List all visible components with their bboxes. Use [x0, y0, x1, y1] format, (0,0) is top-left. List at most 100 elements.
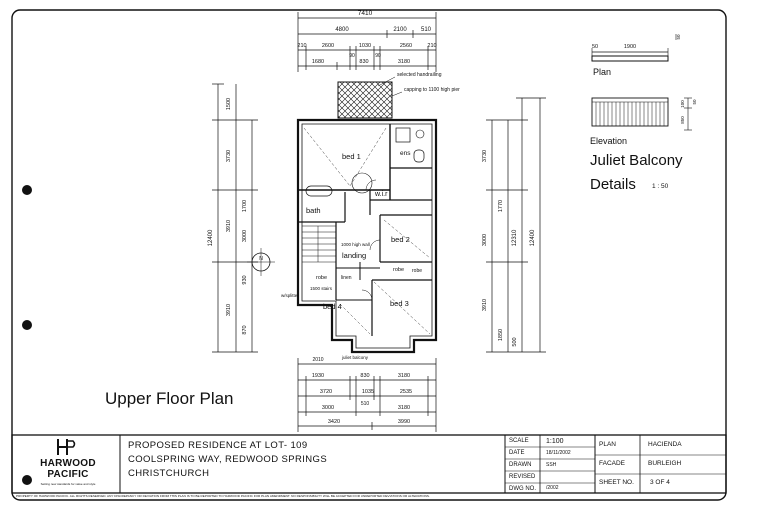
- room-landing: landing: [342, 251, 366, 260]
- room-robe-1: robe: [316, 275, 327, 281]
- balcony-detail: [591, 34, 692, 131]
- dim-left-h: 870: [242, 325, 248, 334]
- dim-left-d: 1700: [242, 200, 248, 212]
- dim-bottom-i: 510: [361, 401, 370, 407]
- project-line3: CHRISTCHURCH: [128, 468, 210, 479]
- detail-scale: 1 : 50: [652, 183, 669, 190]
- top-dimensions: [297, 12, 437, 72]
- detail-elevation-label: Elevation: [590, 136, 627, 146]
- drawn-label: DRAWN: [509, 462, 532, 468]
- sheet-border: [11, 9, 727, 501]
- scale-label: SCALE: [509, 438, 529, 444]
- note-high-wall: 1000 high wall: [341, 242, 370, 247]
- company-tagline: Setting new standards for value and styl…: [40, 482, 96, 486]
- company-name: HARWOOD PACIFIC: [22, 459, 114, 480]
- dim-top-overall: 7410: [358, 10, 373, 17]
- dim-bottom-k: 3420: [328, 419, 340, 425]
- detail-elev-dim-a: 100: [680, 100, 685, 108]
- dim-bottom-g: 2535: [400, 389, 412, 395]
- dim-bottom-j: 3180: [398, 405, 410, 411]
- detail-plan-dim-a: 50: [592, 44, 598, 50]
- company-name-line2: PACIFIC: [47, 469, 89, 480]
- disclaimer-text: PROPERTY OF HARWOOD PACIFIC. ALL RIGHTS …: [16, 495, 430, 498]
- dim-bottom-c: 830: [360, 373, 369, 379]
- dim-top-c: 510: [421, 27, 432, 33]
- date-label: DATE: [509, 450, 525, 456]
- detail-plan-dim-c: 50: [676, 34, 681, 40]
- bottom-dimensions: [297, 358, 437, 432]
- detail-plan-dim-b: 1900: [624, 44, 636, 50]
- project-line1: PROPOSED RESIDENCE AT LOT- 109: [128, 440, 308, 451]
- facade-value: BURLEIGH: [648, 460, 682, 467]
- dim-top-i: 1680: [312, 59, 324, 65]
- dim-top-h: 210: [427, 43, 436, 49]
- dim-left-f: 3910: [226, 304, 232, 316]
- dim-bottom-e: 3720: [320, 389, 332, 395]
- revised-label: REVISED: [509, 474, 536, 480]
- dim-top-b: 2100: [393, 27, 407, 33]
- title-block-frame: [11, 434, 727, 494]
- detail-title-line1: Juliet Balcony: [590, 152, 683, 169]
- dim-top-e: 2600: [322, 43, 334, 49]
- dim-right-d: 3910: [482, 299, 488, 311]
- room-linen: linen: [341, 275, 352, 281]
- dim-right-e: 12310: [512, 229, 518, 246]
- dim-top-small-b: 90: [375, 53, 381, 59]
- dim-left-c: 3910: [226, 220, 232, 232]
- svg-text:N: N: [259, 256, 263, 262]
- dwg-no-label: DWG NO.: [509, 486, 536, 492]
- balcony-lattice: [337, 81, 393, 119]
- detail-elev-dim-b: 850: [680, 116, 685, 124]
- date-value: 18/11/2002: [546, 450, 571, 456]
- note-capping: capping to 1100 high pier: [404, 87, 460, 93]
- dim-top-small-a: 90: [349, 53, 355, 59]
- note-juliet-balcony: juliet balcony: [341, 355, 369, 360]
- dim-top-j: 830: [359, 59, 368, 65]
- detail-elev-dim-c: 50: [692, 99, 697, 105]
- dim-right-b: 1770: [498, 200, 504, 212]
- drawn-value: SSH: [546, 462, 557, 468]
- floor-plan: [296, 81, 438, 354]
- room-robe-3: robe: [412, 268, 422, 274]
- dim-top-g: 2560: [400, 43, 412, 49]
- dim-left-e: 3000: [242, 230, 248, 242]
- note-stairs: 1500 stairs: [310, 286, 333, 291]
- plan-value: HACIENDA: [648, 441, 682, 448]
- left-dimensions: [212, 83, 258, 353]
- dim-bottom-a: 2010: [312, 357, 323, 363]
- plan-label: PLAN: [599, 441, 616, 448]
- room-ensuite: ens: [400, 150, 411, 157]
- dim-top-d: 210: [297, 43, 306, 49]
- dim-left-a: 1500: [226, 98, 232, 110]
- room-bed-1: bed 1: [342, 152, 361, 161]
- dwg-no-value: /2002: [546, 485, 559, 491]
- room-robe-2: robe: [393, 267, 404, 273]
- dim-right-a: 3730: [482, 150, 488, 162]
- room-bed-4: bed 4: [323, 302, 342, 311]
- room-bed-3: bed 3: [390, 299, 409, 308]
- dim-bottom-h: 3000: [322, 405, 334, 411]
- room-wir: w.i.r: [374, 191, 388, 198]
- dim-top-f: 1030: [359, 43, 371, 49]
- dim-bottom-b: 1930: [312, 373, 324, 379]
- dim-right-h: 500: [512, 337, 518, 346]
- dim-right-f: 12400: [530, 229, 536, 246]
- facade-label: FACADE: [599, 460, 626, 467]
- company-logo-icon: [57, 439, 76, 455]
- note-handrailing: selected handrailing: [397, 72, 442, 78]
- binder-hole-middle: [22, 320, 32, 330]
- dim-bottom-d: 3180: [398, 373, 410, 379]
- plan-title: Upper Floor Plan: [105, 389, 234, 408]
- dim-bottom-l: 3990: [398, 419, 410, 425]
- company-name-line1: HARWOOD: [40, 458, 96, 469]
- dim-left-g: 930: [242, 275, 248, 284]
- project-line2: COOLSPRING WAY, REDWOOD SPRINGS: [128, 454, 328, 465]
- scale-value: 1:100: [546, 438, 564, 445]
- dim-bottom-f: 1035: [362, 389, 374, 395]
- dim-left-overall: 12400: [208, 229, 214, 246]
- room-bath: bath: [306, 206, 321, 215]
- dim-right-g: 1850: [498, 329, 504, 341]
- dim-top-k: 3180: [398, 59, 410, 65]
